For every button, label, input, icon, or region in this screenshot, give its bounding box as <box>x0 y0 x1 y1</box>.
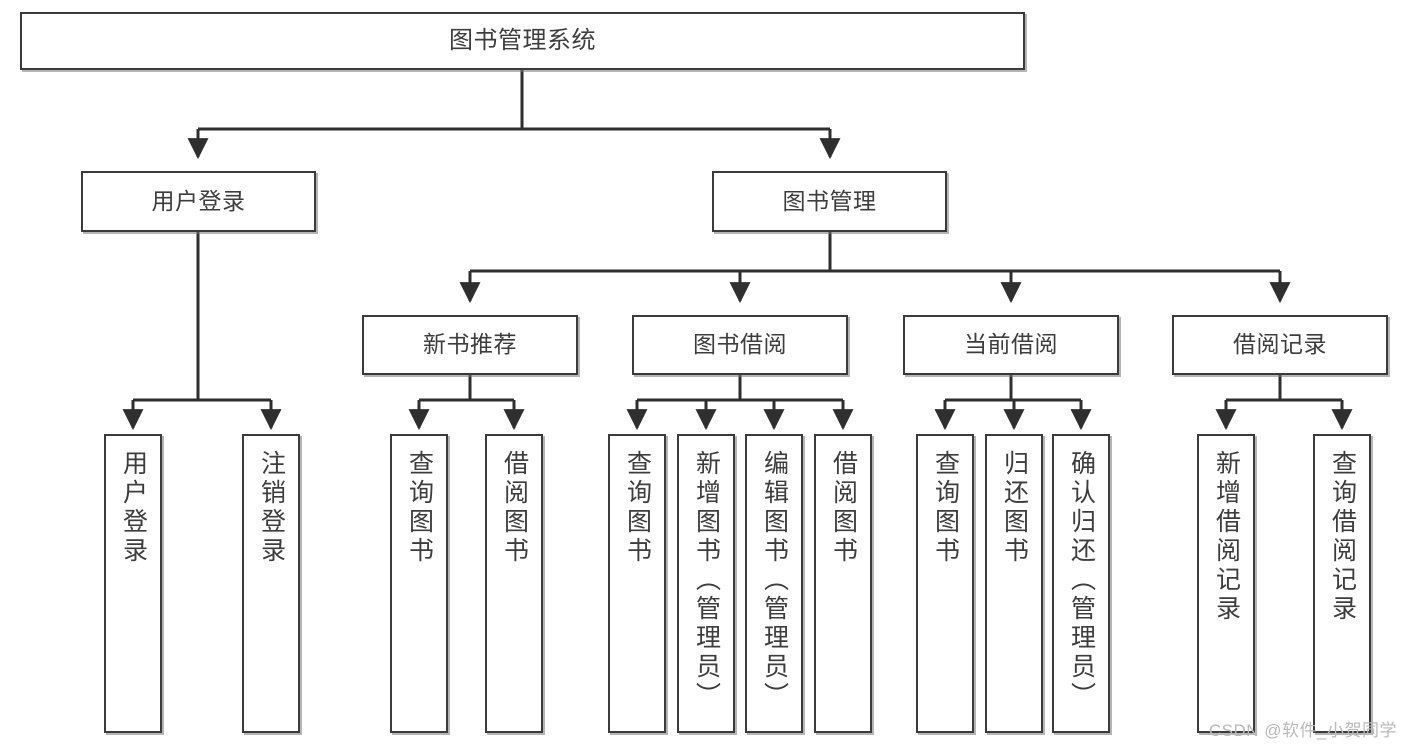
leaf-logout-login[interactable]: 注销登录 <box>242 434 300 733</box>
node-label: 查询图书 <box>405 450 434 566</box>
node-label: 新增借阅记录 <box>1212 450 1241 624</box>
leaf-add-record[interactable]: 新增借阅记录 <box>1197 434 1255 733</box>
leaf-confirm-return[interactable]: 确认归还（管理员） <box>1052 434 1110 733</box>
node-borrow-record[interactable]: 借阅记录 <box>1172 315 1388 375</box>
node-label: 借阅记录 <box>1233 331 1327 358</box>
node-label: 查询图书 <box>931 450 960 566</box>
node-current-borrow[interactable]: 当前借阅 <box>903 315 1119 375</box>
leaf-query-book-2[interactable]: 查询图书 <box>608 434 666 733</box>
node-book-borrow[interactable]: 图书借阅 <box>632 315 848 375</box>
leaf-user-login[interactable]: 用户登录 <box>104 434 162 733</box>
leaf-edit-book[interactable]: 编辑图书（管理员） <box>745 434 803 733</box>
node-user-login[interactable]: 用户登录 <box>81 171 316 232</box>
node-label: 借阅图书 <box>829 450 858 566</box>
leaf-query-book-1[interactable]: 查询图书 <box>390 434 448 733</box>
node-label: 查询图书 <box>623 450 652 566</box>
node-label: 查询借阅记录 <box>1328 450 1357 624</box>
node-new-book-recommend[interactable]: 新书推荐 <box>362 315 578 375</box>
leaf-query-book-3[interactable]: 查询图书 <box>916 434 974 733</box>
node-label: 借阅图书 <box>500 450 529 566</box>
leaf-query-record[interactable]: 查询借阅记录 <box>1313 434 1371 733</box>
node-label: 当前借阅 <box>964 331 1058 358</box>
node-label: 新增图书（管理员） <box>692 450 721 711</box>
node-root-system[interactable]: 图书管理系统 <box>20 12 1025 70</box>
watermark: CSDN @软件_小贺同学 <box>1208 721 1397 740</box>
node-label: 确认归还（管理员） <box>1067 450 1096 711</box>
node-label: 图书管理 <box>782 187 877 214</box>
node-label: 用户登录 <box>119 450 148 566</box>
node-label: 编辑图书（管理员） <box>760 450 789 711</box>
node-label: 图书管理系统 <box>449 26 596 54</box>
leaf-borrow-book-1[interactable]: 借阅图书 <box>485 434 543 733</box>
node-label: 新书推荐 <box>423 331 517 358</box>
leaf-return-book[interactable]: 归还图书 <box>985 434 1043 733</box>
node-label: 注销登录 <box>257 450 286 566</box>
node-label: 图书借阅 <box>693 331 787 358</box>
leaf-borrow-book-2[interactable]: 借阅图书 <box>814 434 872 733</box>
leaf-add-book[interactable]: 新增图书（管理员） <box>677 434 735 733</box>
node-label: 用户登录 <box>151 187 246 214</box>
node-book-management[interactable]: 图书管理 <box>712 171 947 232</box>
node-label: 归还图书 <box>1000 450 1029 566</box>
